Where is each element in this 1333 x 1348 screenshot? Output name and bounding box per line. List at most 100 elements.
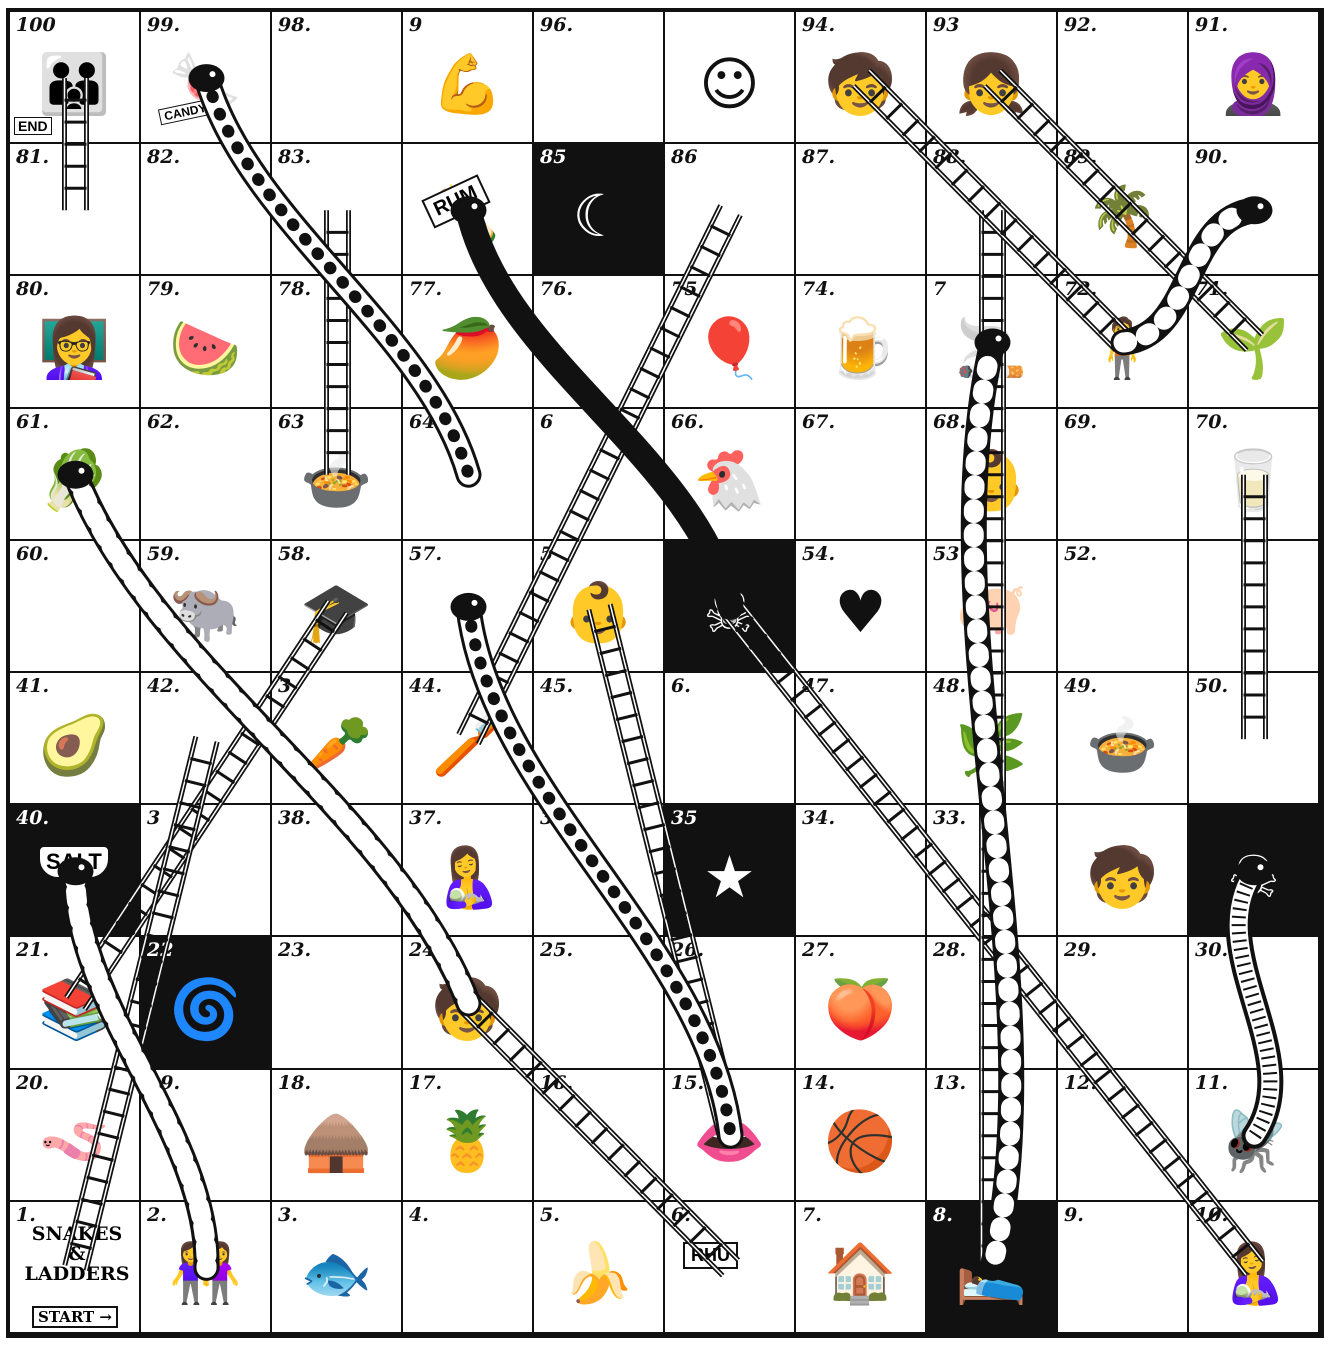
square-52[interactable]: 52.	[1058, 541, 1189, 673]
square-92[interactable]: 92.	[1058, 12, 1189, 144]
square-4[interactable]: 4.	[403, 1202, 534, 1334]
square-60[interactable]: 60.	[10, 541, 141, 673]
square-49[interactable]: 49.🍲	[1058, 673, 1189, 805]
square-21[interactable]: 21.📚	[10, 937, 141, 1069]
square-76[interactable]: 76.	[534, 276, 665, 408]
square-9[interactable]: 9.	[1058, 1202, 1189, 1334]
square-59[interactable]: 59.🐃	[141, 541, 272, 673]
square-70[interactable]: 70.🥛	[1189, 409, 1320, 541]
square-12[interactable]: 12.	[1058, 1070, 1189, 1202]
square-20[interactable]: 20.🪱	[10, 1070, 141, 1202]
square-88[interactable]: 88.	[927, 144, 1058, 276]
square-25[interactable]: 25.	[534, 937, 665, 1069]
square-44[interactable]: 44.🪥	[403, 673, 534, 805]
square-29[interactable]: 29.	[1058, 937, 1189, 1069]
square-50[interactable]: 50.	[1189, 673, 1320, 805]
square-99[interactable]: 99.🍬CANDY	[141, 12, 272, 144]
square-80[interactable]: 80.👩‍🏫	[10, 276, 141, 408]
square-56[interactable]: 5👶	[534, 541, 665, 673]
square-34[interactable]: 34.	[796, 805, 927, 937]
square-51[interactable]	[1189, 541, 1320, 673]
square-32[interactable]: 🧒	[1058, 805, 1189, 937]
square-63[interactable]: 63🍲	[272, 409, 403, 541]
square-85[interactable]: 85☾	[534, 144, 665, 276]
square-73[interactable]: 7🚬	[927, 276, 1058, 408]
square-58[interactable]: 58.🎓	[272, 541, 403, 673]
square-95[interactable]: ☺	[665, 12, 796, 144]
square-45[interactable]: 45.	[534, 673, 665, 805]
square-79[interactable]: 79.🍉	[141, 276, 272, 408]
square-2[interactable]: 2.👭	[141, 1202, 272, 1334]
square-65[interactable]: 6	[534, 409, 665, 541]
square-18[interactable]: 18.🛖	[272, 1070, 403, 1202]
square-72[interactable]: 72.🧍	[1058, 276, 1189, 408]
square-46[interactable]: 6.	[665, 673, 796, 805]
square-37[interactable]: 37.🤱	[403, 805, 534, 937]
square-33[interactable]: 33.	[927, 805, 1058, 937]
square-10[interactable]: 10.🤱	[1189, 1202, 1320, 1334]
square-93[interactable]: 93👧	[927, 12, 1058, 144]
square-47[interactable]: 47.	[796, 673, 927, 805]
square-82[interactable]: 82.	[141, 144, 272, 276]
square-53[interactable]: 53.🐖	[927, 541, 1058, 673]
square-17[interactable]: 17.🍍	[403, 1070, 534, 1202]
square-11[interactable]: 11.🪰	[1189, 1070, 1320, 1202]
square-27[interactable]: 27.🍑	[796, 937, 927, 1069]
square-40[interactable]: 40.SALT	[10, 805, 141, 937]
square-67[interactable]: 67.	[796, 409, 927, 541]
square-26[interactable]: 26.	[665, 937, 796, 1069]
square-14[interactable]: 14.🏀	[796, 1070, 927, 1202]
square-96[interactable]: 96.	[534, 12, 665, 144]
square-98[interactable]: 98.	[272, 12, 403, 144]
square-83[interactable]: 83.	[272, 144, 403, 276]
square-94[interactable]: 94.🧒	[796, 12, 927, 144]
square-57[interactable]: 57.	[403, 541, 534, 673]
square-8[interactable]: 8.🛌	[927, 1202, 1058, 1334]
square-36[interactable]: 36.	[534, 805, 665, 937]
square-5[interactable]: 5.🍌	[534, 1202, 665, 1334]
square-24[interactable]: 24.🧒	[403, 937, 534, 1069]
square-74[interactable]: 74.🍺	[796, 276, 927, 408]
square-69[interactable]: 69.	[1058, 409, 1189, 541]
square-41[interactable]: 41.🥑	[10, 673, 141, 805]
square-43[interactable]: 3.🥕	[272, 673, 403, 805]
square-77[interactable]: 77.🥭	[403, 276, 534, 408]
square-71[interactable]: 71.🌱	[1189, 276, 1320, 408]
square-62[interactable]: 62.	[141, 409, 272, 541]
square-23[interactable]: 23.	[272, 937, 403, 1069]
square-13[interactable]: 13.	[927, 1070, 1058, 1202]
square-81[interactable]: 81.	[10, 144, 141, 276]
square-86[interactable]: 86	[665, 144, 796, 276]
square-97[interactable]: 9💪	[403, 12, 534, 144]
square-100[interactable]: 100👪END	[10, 12, 141, 144]
square-39[interactable]: 3	[141, 805, 272, 937]
square-28[interactable]: 28.	[927, 937, 1058, 1069]
square-38[interactable]: 38.	[272, 805, 403, 937]
square-68[interactable]: 68.👶	[927, 409, 1058, 541]
square-84[interactable]: 🍾RUM	[403, 144, 534, 276]
square-6[interactable]: 6.RHU	[665, 1202, 796, 1334]
square-90[interactable]: 90.	[1189, 144, 1320, 276]
square-30[interactable]: 30.	[1189, 937, 1320, 1069]
square-35[interactable]: 35★	[665, 805, 796, 937]
square-66[interactable]: 66.🐔	[665, 409, 796, 541]
square-42[interactable]: 42.	[141, 673, 272, 805]
square-89[interactable]: 89.🌴	[1058, 144, 1189, 276]
square-7[interactable]: 7.🏠	[796, 1202, 927, 1334]
square-61[interactable]: 61.🥬	[10, 409, 141, 541]
square-48[interactable]: 48.🌿	[927, 673, 1058, 805]
square-91[interactable]: 91.🧕	[1189, 12, 1320, 144]
square-75[interactable]: 75.🎈	[665, 276, 796, 408]
square-3[interactable]: 3.🐟	[272, 1202, 403, 1334]
square-16[interactable]: 16.	[534, 1070, 665, 1202]
square-87[interactable]: 87.	[796, 144, 927, 276]
square-22[interactable]: 22🌀	[141, 937, 272, 1069]
square-78[interactable]: 78.	[272, 276, 403, 408]
square-54[interactable]: 54.♥	[796, 541, 927, 673]
square-64[interactable]: 64.	[403, 409, 534, 541]
square-31[interactable]: ☠	[1189, 805, 1320, 937]
square-19[interactable]: 19.	[141, 1070, 272, 1202]
square-55[interactable]: ☠	[665, 541, 796, 673]
square-15[interactable]: 15.👄	[665, 1070, 796, 1202]
